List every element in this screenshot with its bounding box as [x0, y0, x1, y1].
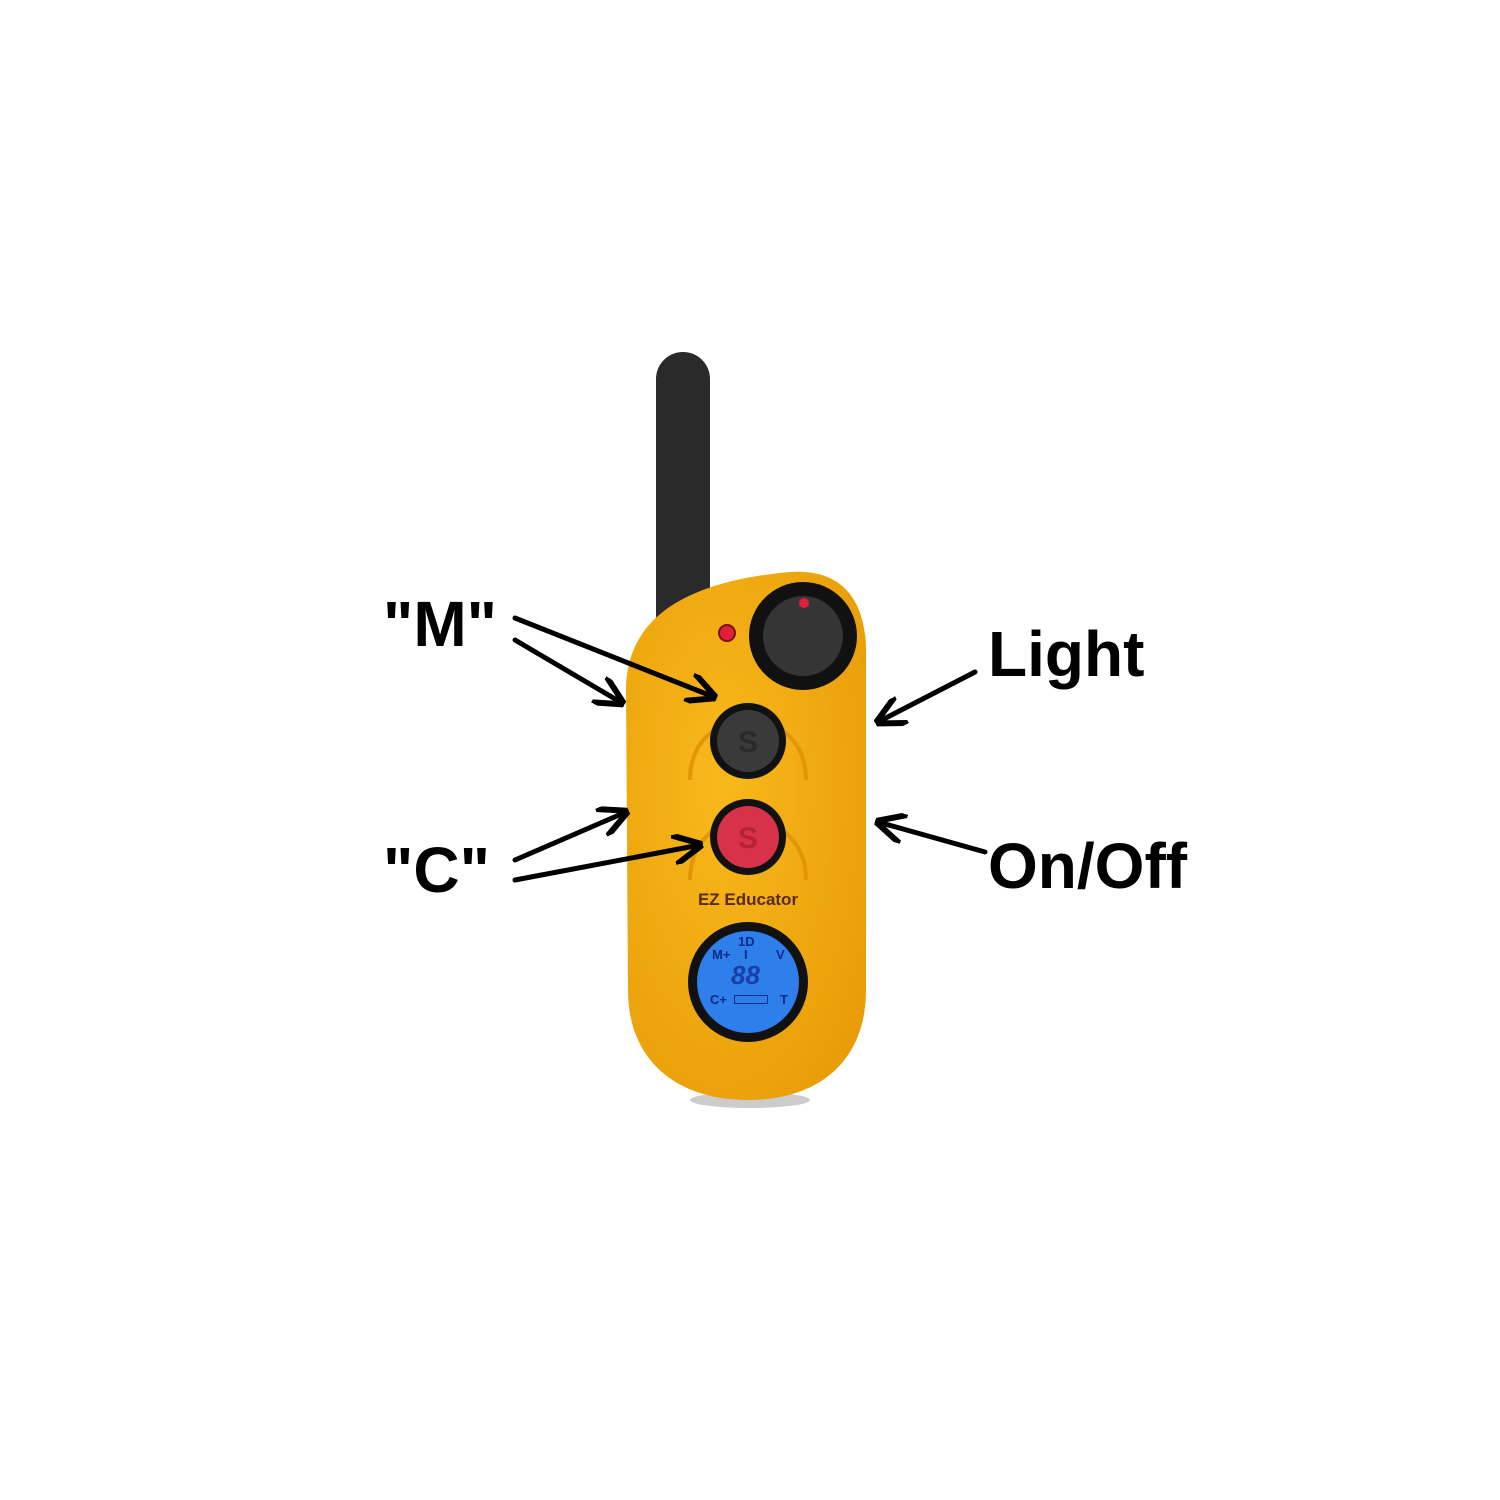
onoff-label: On/Off [988, 830, 1188, 902]
dial-indicator [799, 598, 809, 608]
tone-button[interactable] [710, 703, 786, 779]
lcd-display [688, 922, 808, 1042]
lcd-left-top: M+ [712, 947, 731, 962]
arrow-c-side [512, 812, 626, 863]
light-label: Light [988, 618, 1145, 690]
lcd-center: I [744, 947, 748, 962]
arrows [512, 615, 988, 883]
c-label: "C" [383, 834, 490, 906]
m-label: "M" [383, 588, 497, 660]
antenna [656, 352, 710, 642]
arrow-m-side [512, 637, 622, 703]
lcd-left-bottom: C+ [710, 992, 727, 1007]
arrow-onoff [878, 822, 988, 855]
tone-button-glyph: S [737, 726, 758, 759]
lcd-top: 1D [738, 934, 755, 949]
battery-icon [734, 995, 768, 1004]
lcd-digits: 88 [731, 960, 760, 990]
stim-button[interactable] [710, 799, 786, 875]
arrow-m-front [512, 615, 714, 697]
arrow-c-front [512, 845, 700, 883]
led-indicator [718, 624, 736, 642]
lcd-right-top: V [776, 947, 785, 962]
brand-label: EZ Educator [697, 890, 799, 909]
lcd-content: 1D M+ I V 88 C+ T [698, 932, 798, 1032]
stim-button-glyph: S [737, 822, 758, 855]
arrow-light [878, 669, 978, 722]
lcd-right-bottom: T [780, 992, 788, 1007]
